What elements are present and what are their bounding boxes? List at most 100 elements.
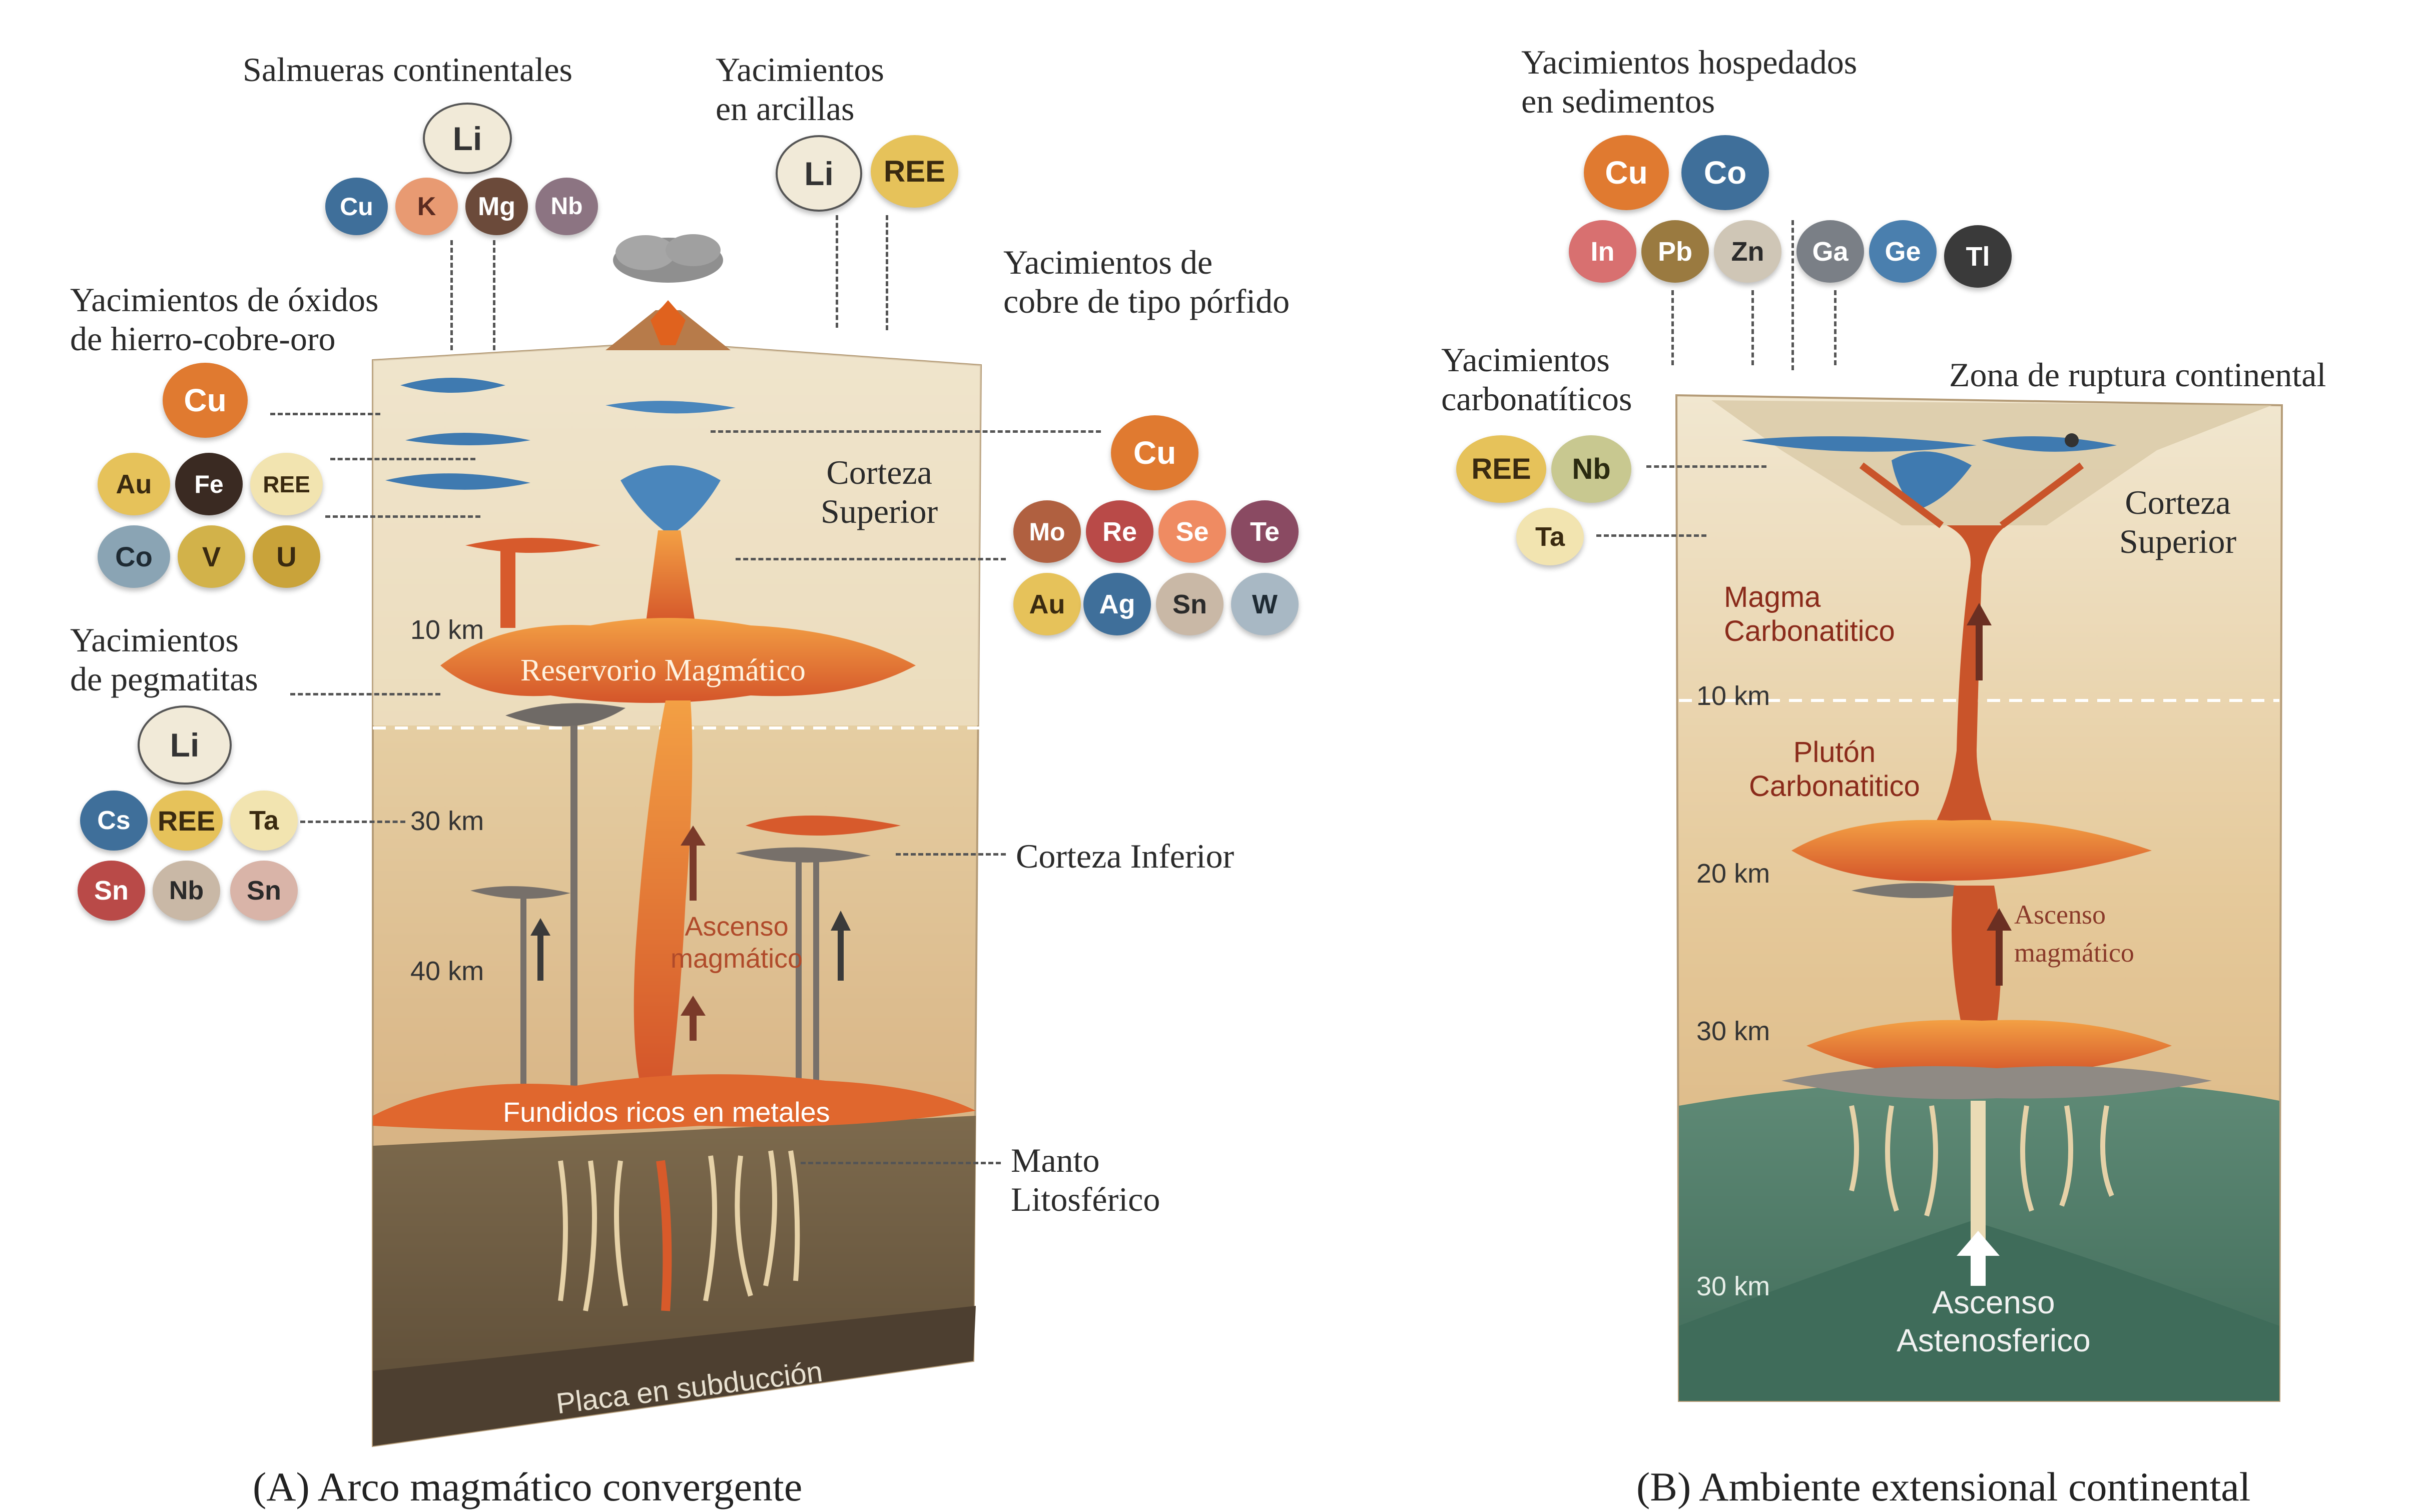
chip-mg-salmueras: Mg [465, 178, 528, 235]
leader-iocg-row2 [325, 515, 480, 518]
label-manto-line2: Litosférico [1011, 1180, 1160, 1219]
leader-salmueras-2 [493, 240, 495, 350]
label-pegmatitas: Yacimientos de pegmatitas [70, 620, 258, 698]
chip-ree-arcillas: REE [871, 135, 958, 208]
chip-sn-porfido: Sn [1156, 573, 1224, 635]
label-manto: Manto Litosférico [1011, 1141, 1160, 1219]
label-corteza-superior-b: Corteza Superior [2119, 483, 2236, 561]
leader-sedimentos-4 [1834, 290, 1837, 365]
chip-au-porfido: Au [1013, 573, 1081, 635]
chip-tl-sedimentos: Tl [1944, 225, 2012, 288]
chip-k-salmueras: K [395, 178, 458, 235]
label-pluton: Plutón Carbonatitico [1749, 735, 1920, 804]
chip-in-sedimentos: In [1569, 220, 1636, 283]
chip-co-sedimentos: Co [1681, 135, 1769, 210]
leader-porfido-cu [711, 430, 1101, 433]
chip-mo-porfido: Mo [1013, 500, 1081, 563]
leader-sedimentos-1 [1671, 290, 1674, 365]
chip-ge-sedimentos: Ge [1869, 220, 1937, 283]
chip-ta-carbonatiticos: Ta [1516, 508, 1584, 565]
chip-cu-porfido: Cu [1111, 415, 1198, 490]
chip-li-salmueras: Li [423, 103, 512, 174]
label-carbonatiticos-line1: Yacimientos [1441, 340, 1632, 379]
leader-sedimentos-3 [1791, 220, 1794, 370]
leader-manto [801, 1162, 1001, 1164]
label-corteza-inferior: Corteza Inferior [1016, 837, 1234, 876]
chip-v-iocg: V [178, 525, 245, 588]
chip-ga-sedimentos: Ga [1796, 220, 1864, 283]
chip-zn-sedimentos: Zn [1714, 220, 1781, 283]
label-asteno: Ascenso Astenosferico [1897, 1283, 2091, 1359]
leader-carbonatiticos-2 [1596, 534, 1706, 537]
chip-au-iocg: Au [98, 453, 170, 515]
chip-li-pegmatitas: Li [138, 705, 232, 785]
leader-arcillas-1 [836, 215, 838, 328]
depth-30km-b-deep: 30 km [1696, 1271, 1770, 1302]
leader-pegmatitas [290, 693, 440, 695]
label-asteno-line2: Astenosferico [1897, 1321, 2091, 1359]
depth-10km-b: 10 km [1696, 680, 1770, 711]
label-carbonatiticos: Yacimientos carbonatíticos [1441, 340, 1632, 418]
label-ascenso-a-line2: magmático [671, 943, 803, 975]
label-arcillas: Yacimientos en arcillas [716, 50, 884, 128]
label-ascenso-a-line1: Ascenso [671, 911, 803, 943]
label-pluton-line2: Carbonatitico [1749, 770, 1920, 804]
label-porfido-line2: cobre de tipo pórfido [1003, 282, 1290, 321]
label-asteno-line1: Ascenso [1897, 1283, 2091, 1321]
label-sedimentos-line2: en sedimentos [1521, 82, 1857, 121]
label-corteza-superior-a-line1: Corteza [821, 453, 938, 492]
leader-carbonatiticos-1 [1646, 465, 1766, 468]
leader-corteza-inferior [896, 853, 1006, 856]
caption-panel-a: (A) Arco magmático convergente [253, 1463, 802, 1510]
label-pegmatitas-line2: de pegmatitas [70, 659, 258, 698]
leader-sedimentos-2 [1751, 290, 1754, 365]
chip-ree-carbonatiticos: REE [1456, 435, 1546, 503]
depth-20km-b: 20 km [1696, 858, 1770, 889]
label-corteza-superior-b-line2: Superior [2119, 522, 2236, 561]
label-reservorio: Reservorio Magmático [520, 653, 806, 688]
label-iocg-line1: Yacimientos de óxidos [70, 280, 378, 319]
chip-w-porfido: W [1231, 573, 1299, 635]
label-carbonatiticos-line2: carbonatíticos [1441, 379, 1632, 418]
label-arcillas-line1: Yacimientos [716, 50, 884, 89]
chip-ta-pegmatitas: Ta [230, 791, 298, 851]
chip-sn-pegmatitas-2: Sn [230, 861, 298, 921]
chip-sn-pegmatitas-1: Sn [78, 861, 145, 921]
label-ascenso-b: Ascenso magmático [2014, 896, 2134, 972]
label-magma-carbonatitico: Magma Carbonatitico [1724, 580, 1895, 648]
leader-salmueras-1 [450, 240, 453, 350]
chip-ag-porfido: Ag [1083, 573, 1151, 635]
chip-nb-carbonatiticos: Nb [1551, 435, 1631, 503]
label-ascenso-b-line1: Ascenso [2014, 896, 2134, 934]
label-magma-line2: Carbonatitico [1724, 614, 1895, 648]
chip-u-iocg: U [253, 525, 320, 588]
chip-te-porfido: Te [1231, 500, 1299, 563]
chip-li-arcillas: Li [776, 135, 862, 212]
label-porfido-line1: Yacimientos de [1003, 243, 1290, 282]
leader-arcillas-2 [886, 215, 888, 330]
depth-30km-a: 30 km [410, 806, 484, 837]
chip-co-iocg: Co [98, 525, 170, 588]
label-iocg: Yacimientos de óxidos de hierro-cobre-or… [70, 280, 378, 358]
label-corteza-superior-b-line1: Corteza [2119, 483, 2236, 522]
label-corteza-superior-a: Corteza Superior [821, 453, 938, 531]
chip-pb-sedimentos: Pb [1641, 220, 1709, 283]
chip-se-porfido: Se [1158, 500, 1226, 563]
caption-panel-b: (B) Ambiente extensional continental [1636, 1463, 2250, 1510]
leader-pegmatitas-30km [300, 821, 405, 823]
chip-ree-iocg: REE [250, 453, 323, 515]
label-porfido: Yacimientos de cobre de tipo pórfido [1003, 243, 1290, 321]
depth-30km-b: 30 km [1696, 1016, 1770, 1047]
chip-cu-sedimentos: Cu [1584, 135, 1669, 210]
label-ascenso-b-line2: magmático [2014, 934, 2134, 972]
chip-cu-salmueras: Cu [325, 178, 388, 235]
label-iocg-line2: de hierro-cobre-oro [70, 319, 378, 358]
label-sedimentos: Yacimientos hospedados en sedimentos [1521, 43, 1857, 121]
chip-cs-pegmatitas: Cs [80, 791, 148, 851]
label-pluton-line1: Plutón [1749, 735, 1920, 770]
label-fundidos: Fundidos ricos en metales [503, 1096, 830, 1128]
label-arcillas-line2: en arcillas [716, 89, 884, 128]
leader-porfido-row [736, 558, 1006, 560]
label-sedimentos-line1: Yacimientos hospedados [1521, 43, 1857, 82]
